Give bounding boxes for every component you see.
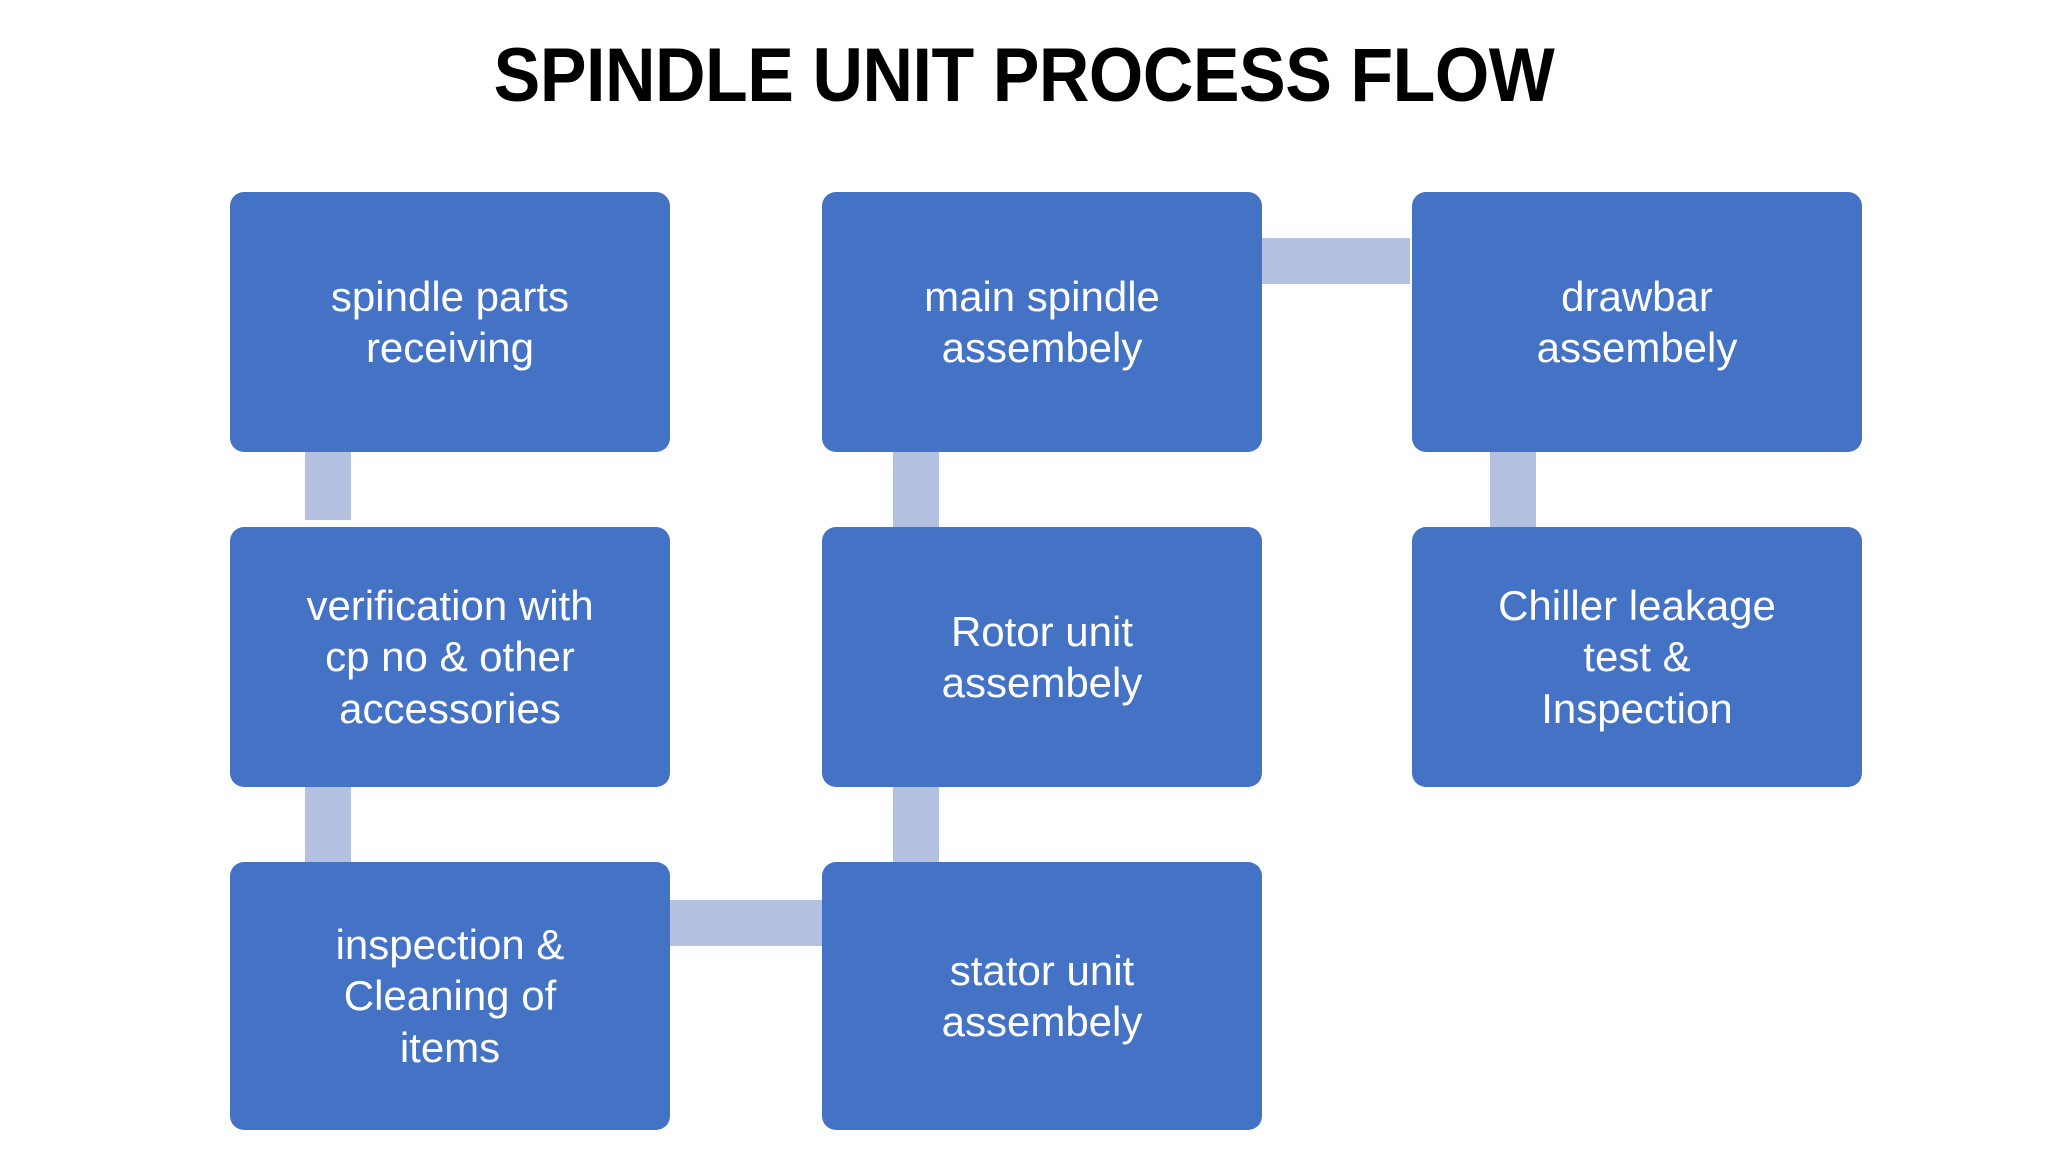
node-main-spindle-assembely[interactable]: main spindle assembely [822,192,1262,452]
connector-rotor-to-main-spindle [893,440,939,530]
connector-inspection-to-stator [660,900,830,946]
node-rotor-unit-assembely[interactable]: Rotor unit assembely [822,527,1262,787]
node-verification-with-cp-no[interactable]: verification with cp no & other accessor… [230,527,670,787]
node-drawbar-assembely[interactable]: drawbar assembely [1412,192,1862,452]
node-chiller-leakage-test[interactable]: Chiller leakage test & Inspection [1412,527,1862,787]
node-inspection-and-cleaning[interactable]: inspection & Cleaning of items [230,862,670,1130]
connector-spindle-parts-to-verification [305,440,351,520]
connector-stator-to-rotor [893,772,939,868]
node-stator-unit-assembely[interactable]: stator unit assembely [822,862,1262,1130]
connector-drawbar-to-chiller [1490,440,1536,530]
connector-verification-to-inspection [305,772,351,868]
node-spindle-parts-receiving[interactable]: spindle parts receiving [230,192,670,452]
page-title: SPINDLE UNIT PROCESS FLOW [493,33,1555,118]
connector-main-spindle-to-drawbar [1250,238,1410,284]
